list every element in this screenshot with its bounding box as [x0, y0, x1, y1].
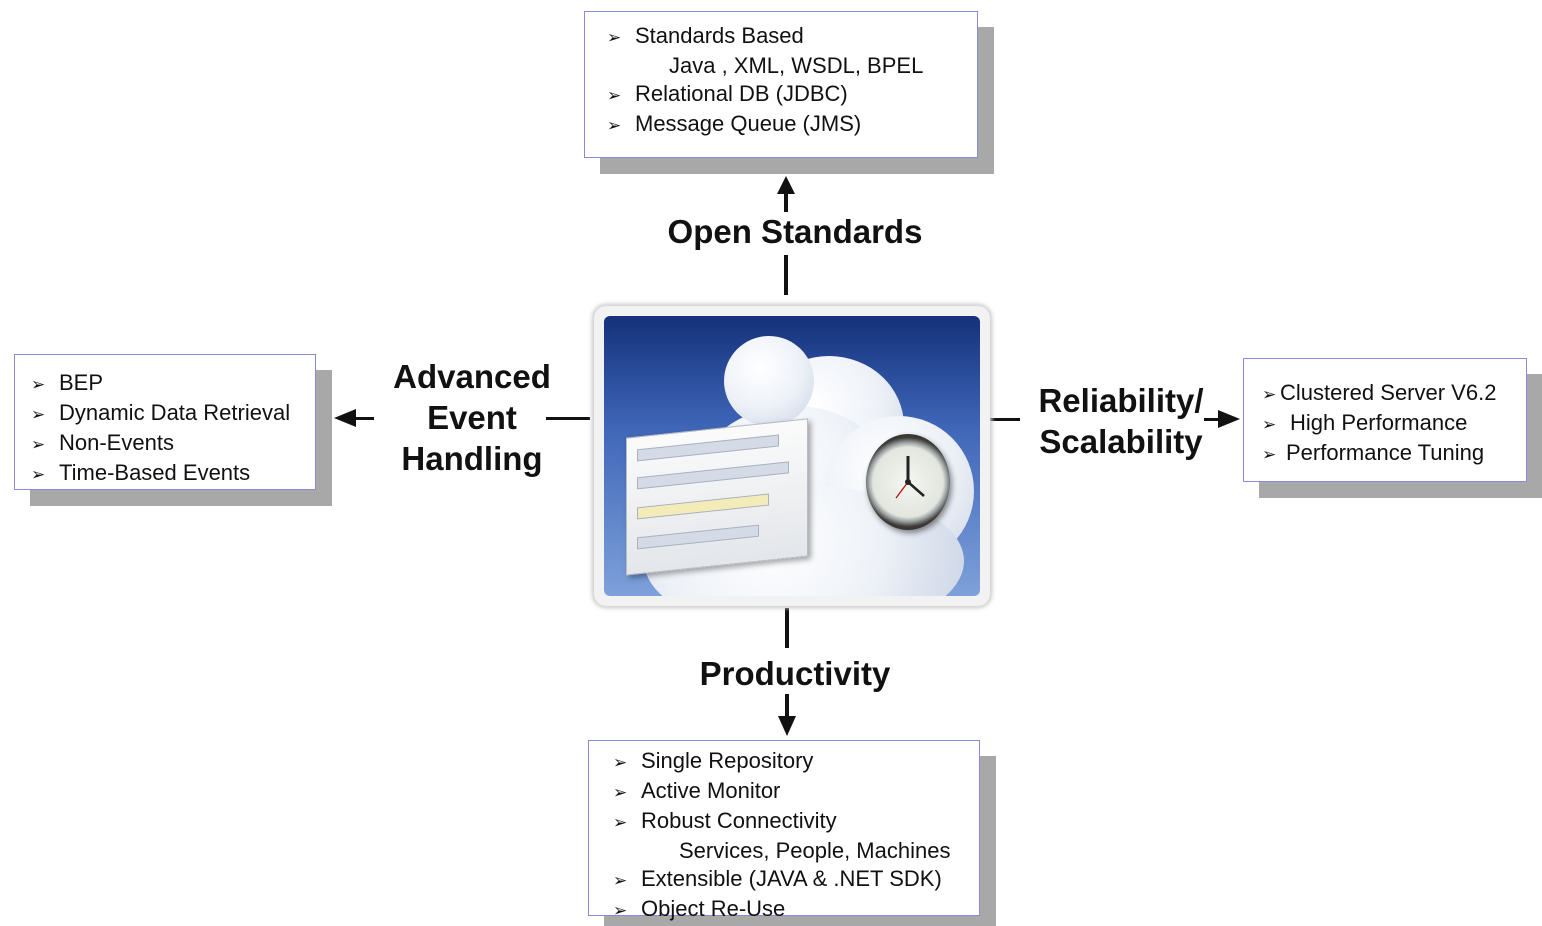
arrowhead-bullet-icon: ➢ [31, 435, 46, 454]
clock-icon [866, 434, 950, 530]
list-item: ➢High Performance [1262, 409, 1526, 439]
arrowhead-bullet-icon: ➢ [1262, 415, 1277, 434]
list-item: ➢Single Repository [613, 747, 979, 777]
connector-line-left-outer [354, 417, 374, 420]
connector-line-right-outer [1204, 418, 1220, 421]
connector-line-top-lower [784, 255, 788, 295]
list-item: ➢Standards Based [607, 22, 977, 52]
cloud-shape [724, 336, 814, 426]
open-standards-box: ➢Standards Based Java , XML, WSDL, BPEL … [584, 11, 978, 158]
arrow-left-icon [334, 409, 356, 427]
list-item: ➢BEP [31, 369, 315, 399]
arrow-down-icon [778, 716, 796, 736]
arrowhead-bullet-icon: ➢ [607, 86, 622, 105]
arrow-right-icon [1218, 410, 1240, 428]
list-item: ➢Non-Events [31, 429, 315, 459]
list-subitem: Java , XML, WSDL, BPEL [669, 53, 924, 78]
arrowhead-bullet-icon: ➢ [607, 116, 622, 135]
list-item: ➢Active Monitor [613, 777, 979, 807]
connector-line-left-inner [546, 417, 590, 420]
center-image-frame [594, 306, 990, 606]
advanced-event-handling-label: Advanced Event Handling [393, 358, 551, 477]
arrowhead-bullet-icon: ➢ [1262, 385, 1277, 404]
list-item: ➢Extensible (JAVA & .NET SDK) [613, 865, 979, 895]
connector-line-bottom-lower [785, 694, 789, 718]
open-standards-label: Open Standards [667, 213, 923, 250]
arrowhead-bullet-icon: ➢ [613, 813, 628, 832]
event-handling-box: ➢BEP ➢Dynamic Data Retrieval ➢Non-Events… [14, 354, 316, 490]
list-subitem: Services, People, Machines [679, 838, 951, 863]
list-item: ➢Robust Connectivity [613, 807, 979, 837]
list-item: ➢Dynamic Data Retrieval [31, 399, 315, 429]
arrowhead-bullet-icon: ➢ [31, 405, 46, 424]
connector-line-bottom-upper [785, 608, 789, 648]
arrowhead-bullet-icon: ➢ [613, 783, 628, 802]
arrowhead-bullet-icon: ➢ [607, 28, 622, 47]
list-item: ➢Relational DB (JDBC) [607, 80, 977, 110]
reliability-box: ➢Clustered Server V6.2 ➢High Performance… [1243, 358, 1527, 482]
productivity-label: Productivity [699, 655, 891, 692]
panel-row [637, 434, 779, 462]
panel-row [637, 493, 769, 520]
list-item: ➢Message Queue (JMS) [607, 110, 977, 140]
panel-row [637, 524, 759, 550]
connector-line-right-inner [990, 418, 1020, 421]
arrowhead-bullet-icon: ➢ [613, 753, 628, 772]
arrowhead-bullet-icon: ➢ [1262, 445, 1277, 464]
arrow-up-icon [777, 176, 795, 194]
arrowhead-bullet-icon: ➢ [31, 375, 46, 394]
list-item: ➢Performance Tuning [1262, 439, 1526, 469]
connector-line-top-upper [784, 192, 788, 212]
cloud-clock-workflow-image [604, 316, 980, 596]
arrowhead-bullet-icon: ➢ [613, 871, 628, 890]
clock-face [895, 456, 925, 499]
list-item: ➢Object Re-Use [613, 895, 979, 925]
productivity-box: ➢Single Repository ➢Active Monitor ➢Robu… [588, 740, 980, 921]
panel-row [637, 461, 789, 490]
list-item: ➢Time-Based Events [31, 459, 315, 489]
arrowhead-bullet-icon: ➢ [31, 465, 46, 484]
reliability-scalability-label: Reliability/ Scalability [1038, 382, 1204, 460]
workflow-panel [626, 418, 808, 576]
arrowhead-bullet-icon: ➢ [613, 901, 628, 920]
list-item: ➢Clustered Server V6.2 [1262, 379, 1526, 409]
